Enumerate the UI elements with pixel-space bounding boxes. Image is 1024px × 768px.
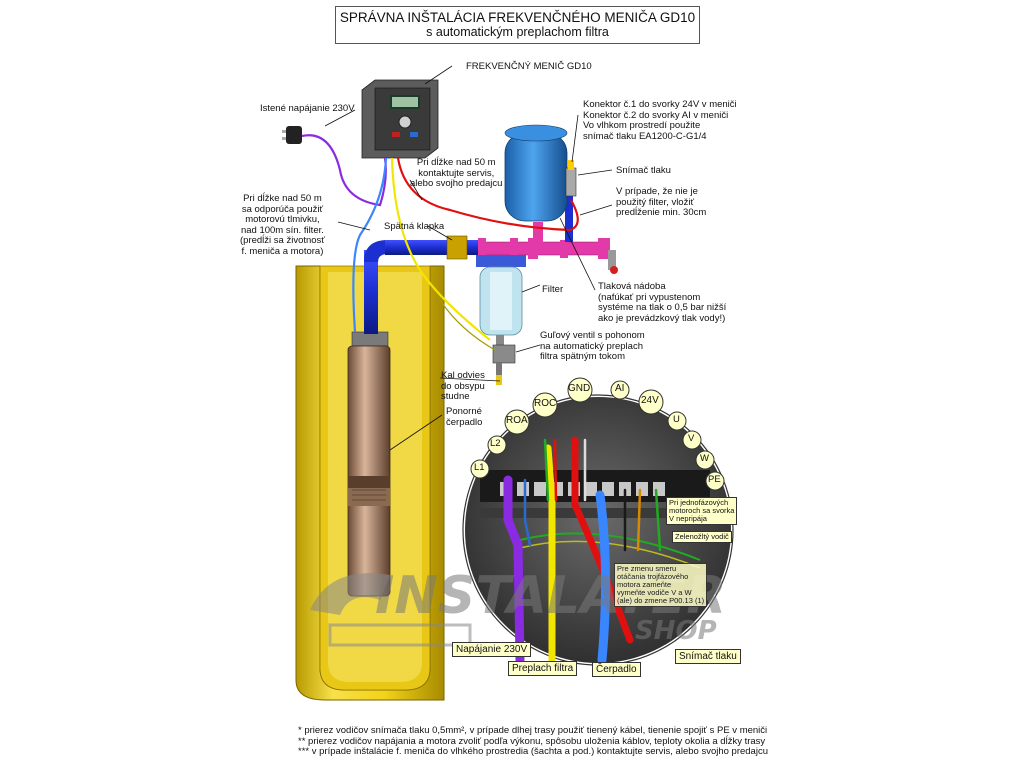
terminal-label-l1: L1 xyxy=(474,462,485,473)
label-connector: Konektor č.1 do svorky 24V v meniči Kone… xyxy=(583,99,737,142)
page-title: SPRÁVNA INŠTALÁCIA FREKVENČNÉHO MENIČA G… xyxy=(339,10,696,25)
label-pump: Ponorné čerpadlo xyxy=(446,406,483,428)
power-plug xyxy=(282,126,302,144)
riser-pipe xyxy=(364,250,378,334)
footnote-1: * prierez vodičov snímača tlaku 0,5mm², … xyxy=(298,725,768,736)
watermark-logo xyxy=(310,573,472,647)
watermark-subtext: SHOP xyxy=(635,616,717,646)
footnote-3: *** v prípade inštalácie f. meniča do vl… xyxy=(298,746,768,757)
tag-napajanie: Napájanie 230V xyxy=(452,642,532,657)
tag-single-phase: Pri jednofázových motoroch sa svorka V n… xyxy=(666,497,738,525)
terminal-label-ai: AI xyxy=(615,383,625,394)
tag-direction: Pre zmenu smeru otáčania trojfázového mo… xyxy=(614,563,708,607)
label-sludge: Kal odvies do obsypu studne xyxy=(441,370,485,402)
leader-lines xyxy=(324,65,613,451)
submersible-pump xyxy=(347,331,391,597)
end-tap xyxy=(608,250,618,274)
terminal-label-roa: ROA xyxy=(506,415,528,426)
vfd-unit xyxy=(361,79,439,159)
label-service: Pri dĺžke nad 50 m kontaktujte servis, a… xyxy=(410,157,503,189)
terminal-label-v: V xyxy=(688,433,695,444)
label-long-cable: Pri dĺžke nad 50 m sa odporúča použiť mo… xyxy=(240,193,325,257)
label-vfd: FREKVENČNÝ MENIČ GD10 xyxy=(466,61,592,72)
page-subtitle: s automatickým preplachom filtra xyxy=(426,25,609,39)
footnote-2: ** prierez vodičov napájania a motora zv… xyxy=(298,735,766,747)
cables xyxy=(301,134,579,341)
terminal-label-24v: 24V xyxy=(641,395,659,406)
label-check-valve: Spätná klapka xyxy=(384,221,445,232)
footnotes: * prierez vodičov snímača tlaku 0,5mm², … xyxy=(298,725,768,758)
label-pressure-vessel: Tlaková nádoba (nafúkať pri vypustenom s… xyxy=(598,281,727,324)
terminal-label-u: U xyxy=(673,414,680,425)
label-filter: Filter xyxy=(542,284,564,295)
tag-preplach: Preplach filtra xyxy=(508,661,578,676)
terminal-label-roc: ROC xyxy=(534,398,557,409)
terminal-label-pe: PE xyxy=(708,474,721,485)
terminal-label-l2: L2 xyxy=(490,438,501,449)
pipe-elbow xyxy=(364,240,388,262)
terminal-label-w: W xyxy=(700,453,709,464)
tag-cerpadlo: Čerpadlo xyxy=(592,662,641,677)
tag-green-yellow: Zelenožltý vodič xyxy=(672,531,732,543)
pressure-sensor xyxy=(565,160,577,197)
ball-valve xyxy=(492,344,516,385)
label-pressure-sensor: Snímač tlaku xyxy=(616,165,671,176)
terminal-label-gnd: GND xyxy=(568,383,591,394)
filter-housing xyxy=(476,255,526,347)
label-power: Istené napájanie 230V xyxy=(260,103,355,114)
pressure-vessel xyxy=(504,124,568,222)
label-no-filter: V prípade, že nie je použitý filter, vlo… xyxy=(616,186,707,218)
label-ball-valve: Guľový ventil s pohonom na automatický p… xyxy=(540,330,645,362)
title-box: SPRÁVNA INŠTALÁCIA FREKVENČNÉHO MENIČA G… xyxy=(335,6,700,44)
tag-snimac: Snímač tlaku xyxy=(675,649,741,664)
